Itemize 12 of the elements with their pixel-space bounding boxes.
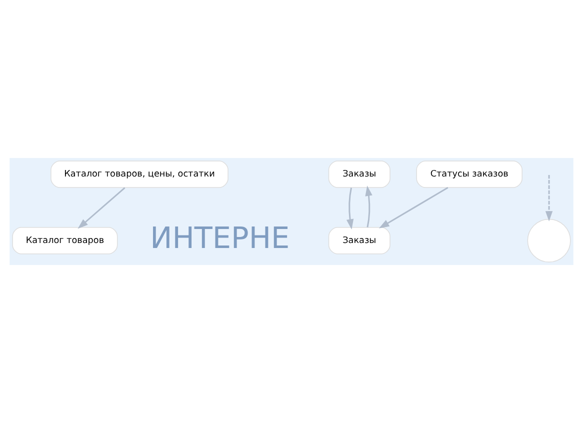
node-box: Каталог товаров, цены, остатки bbox=[50, 160, 228, 188]
arrow bbox=[378, 187, 448, 228]
arrow bbox=[365, 186, 372, 228]
node-box: Заказы bbox=[328, 160, 390, 188]
label: ИНТЕРНЕ bbox=[150, 221, 290, 256]
node-circle bbox=[527, 218, 571, 262]
arrow bbox=[545, 175, 553, 222]
node-box: Статусы заказов bbox=[416, 160, 522, 188]
arrow bbox=[78, 187, 126, 229]
arrow bbox=[346, 188, 354, 230]
node-box: Заказы bbox=[328, 227, 390, 254]
node-box: Каталог товаров bbox=[12, 227, 118, 254]
